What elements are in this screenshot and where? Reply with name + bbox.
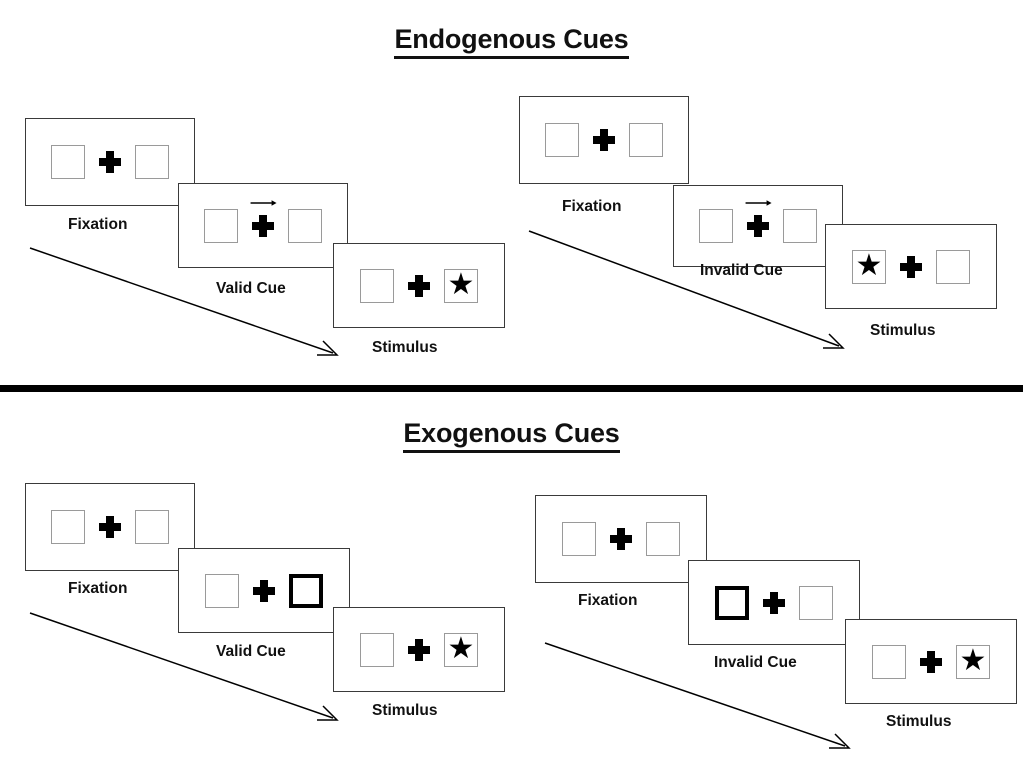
stimulus-row <box>545 123 663 157</box>
stimulus-row <box>51 145 169 179</box>
endogenous-invalid-stimulus-label: Stimulus <box>870 322 936 339</box>
plus-icon <box>408 274 430 297</box>
plus-icon <box>763 591 785 614</box>
stimulus-row: ★ <box>360 267 478 303</box>
right-target-box: ★ <box>444 267 478 303</box>
endogenous-invalid-cue-label: Invalid Cue <box>700 262 783 279</box>
endogenous-invalid-cue-frame <box>673 185 843 267</box>
exogenous-section-title: Exogenous Cues <box>0 418 1023 453</box>
plus-icon <box>99 516 121 538</box>
right-placeholder-box <box>288 208 322 243</box>
stimulus-row: ★ <box>360 631 478 667</box>
stimulus-row <box>562 522 680 556</box>
star-icon: ★ <box>959 643 987 677</box>
left-placeholder-box <box>872 644 906 679</box>
stimulus-row <box>204 199 322 243</box>
right-placeholder-box <box>135 510 169 544</box>
left-placeholder-box <box>51 510 85 544</box>
right-target-box: ★ <box>956 643 990 679</box>
exogenous-invalid-fixation-frame <box>535 495 707 583</box>
exogenous-valid-fixation-frame <box>25 483 195 571</box>
exogenous-invalid-stimulus-frame: ★ <box>845 619 1017 704</box>
right-placeholder-box <box>783 209 817 243</box>
stimulus-row: ★ <box>872 643 990 679</box>
exogenous-valid-stimulus-frame: ★ <box>333 607 505 692</box>
endogenous-invalid-fixation-label: Fixation <box>562 198 622 215</box>
plus-icon <box>408 638 430 661</box>
left-target-box: ★ <box>852 248 886 284</box>
left-placeholder-box <box>360 268 394 303</box>
exogenous-valid-cue-frame <box>178 548 350 633</box>
left-placeholder-box <box>699 209 733 243</box>
endogenous-valid-stimulus-frame: ★ <box>333 243 505 328</box>
endogenous-valid-cue-frame <box>178 183 348 268</box>
exogenous-invalid-fixation-label: Fixation <box>578 592 638 609</box>
stimulus-row: ★ <box>852 248 970 284</box>
exogenous-invalid-cue-label: Invalid Cue <box>714 654 797 671</box>
stimulus-row <box>205 573 323 608</box>
exogenous-valid-stimulus-label: Stimulus <box>372 702 438 719</box>
arrow-right-icon <box>745 200 772 206</box>
endogenous-section-title: Endogenous Cues <box>0 24 1023 59</box>
right-target-box: ★ <box>444 631 478 667</box>
star-icon: ★ <box>447 267 475 301</box>
right-placeholder-box <box>629 123 663 157</box>
exogenous-valid-cue-label: Valid Cue <box>216 643 286 660</box>
right-placeholder-box <box>799 585 833 620</box>
plus-icon <box>747 215 769 237</box>
section-divider <box>0 385 1023 392</box>
left-placeholder-box <box>562 522 596 556</box>
plus-icon <box>99 151 121 173</box>
left-placeholder-box <box>204 208 238 243</box>
left-placeholder-box <box>360 632 394 667</box>
plus-icon <box>610 528 632 550</box>
exogenous-invalid-time-arrow <box>544 642 851 749</box>
central-cue-group <box>733 200 783 237</box>
left-placeholder-box <box>545 123 579 157</box>
endogenous-valid-fixation-frame <box>25 118 195 206</box>
exogenous-title-text: Exogenous Cues <box>403 418 620 453</box>
central-cue-group <box>238 199 288 237</box>
right-placeholder-box <box>646 522 680 556</box>
plus-icon <box>920 650 942 673</box>
left-placeholder-box <box>51 145 85 179</box>
endogenous-invalid-stimulus-frame: ★ <box>825 224 997 309</box>
exogenous-invalid-stimulus-label: Stimulus <box>886 713 952 730</box>
right-placeholder-box <box>135 145 169 179</box>
endogenous-valid-fixation-label: Fixation <box>68 216 128 233</box>
stimulus-row <box>51 510 169 544</box>
plus-icon <box>593 129 615 151</box>
plus-icon <box>900 255 922 278</box>
bold-box-icon <box>289 573 323 608</box>
star-icon: ★ <box>447 631 475 665</box>
star-icon: ★ <box>855 248 883 282</box>
plus-icon <box>252 214 274 237</box>
exogenous-valid-fixation-label: Fixation <box>68 580 128 597</box>
endogenous-valid-stimulus-label: Stimulus <box>372 339 438 356</box>
endogenous-title-text: Endogenous Cues <box>394 24 629 59</box>
arrow-right-icon <box>250 199 277 206</box>
left-placeholder-box <box>205 573 239 608</box>
stimulus-row <box>715 585 833 620</box>
endogenous-valid-cue-label: Valid Cue <box>216 280 286 297</box>
stimulus-row <box>699 200 817 243</box>
plus-icon <box>253 579 275 602</box>
right-placeholder-box <box>936 249 970 284</box>
endogenous-invalid-fixation-frame <box>519 96 689 184</box>
bold-box-icon <box>715 585 749 620</box>
exogenous-invalid-cue-frame <box>688 560 860 645</box>
